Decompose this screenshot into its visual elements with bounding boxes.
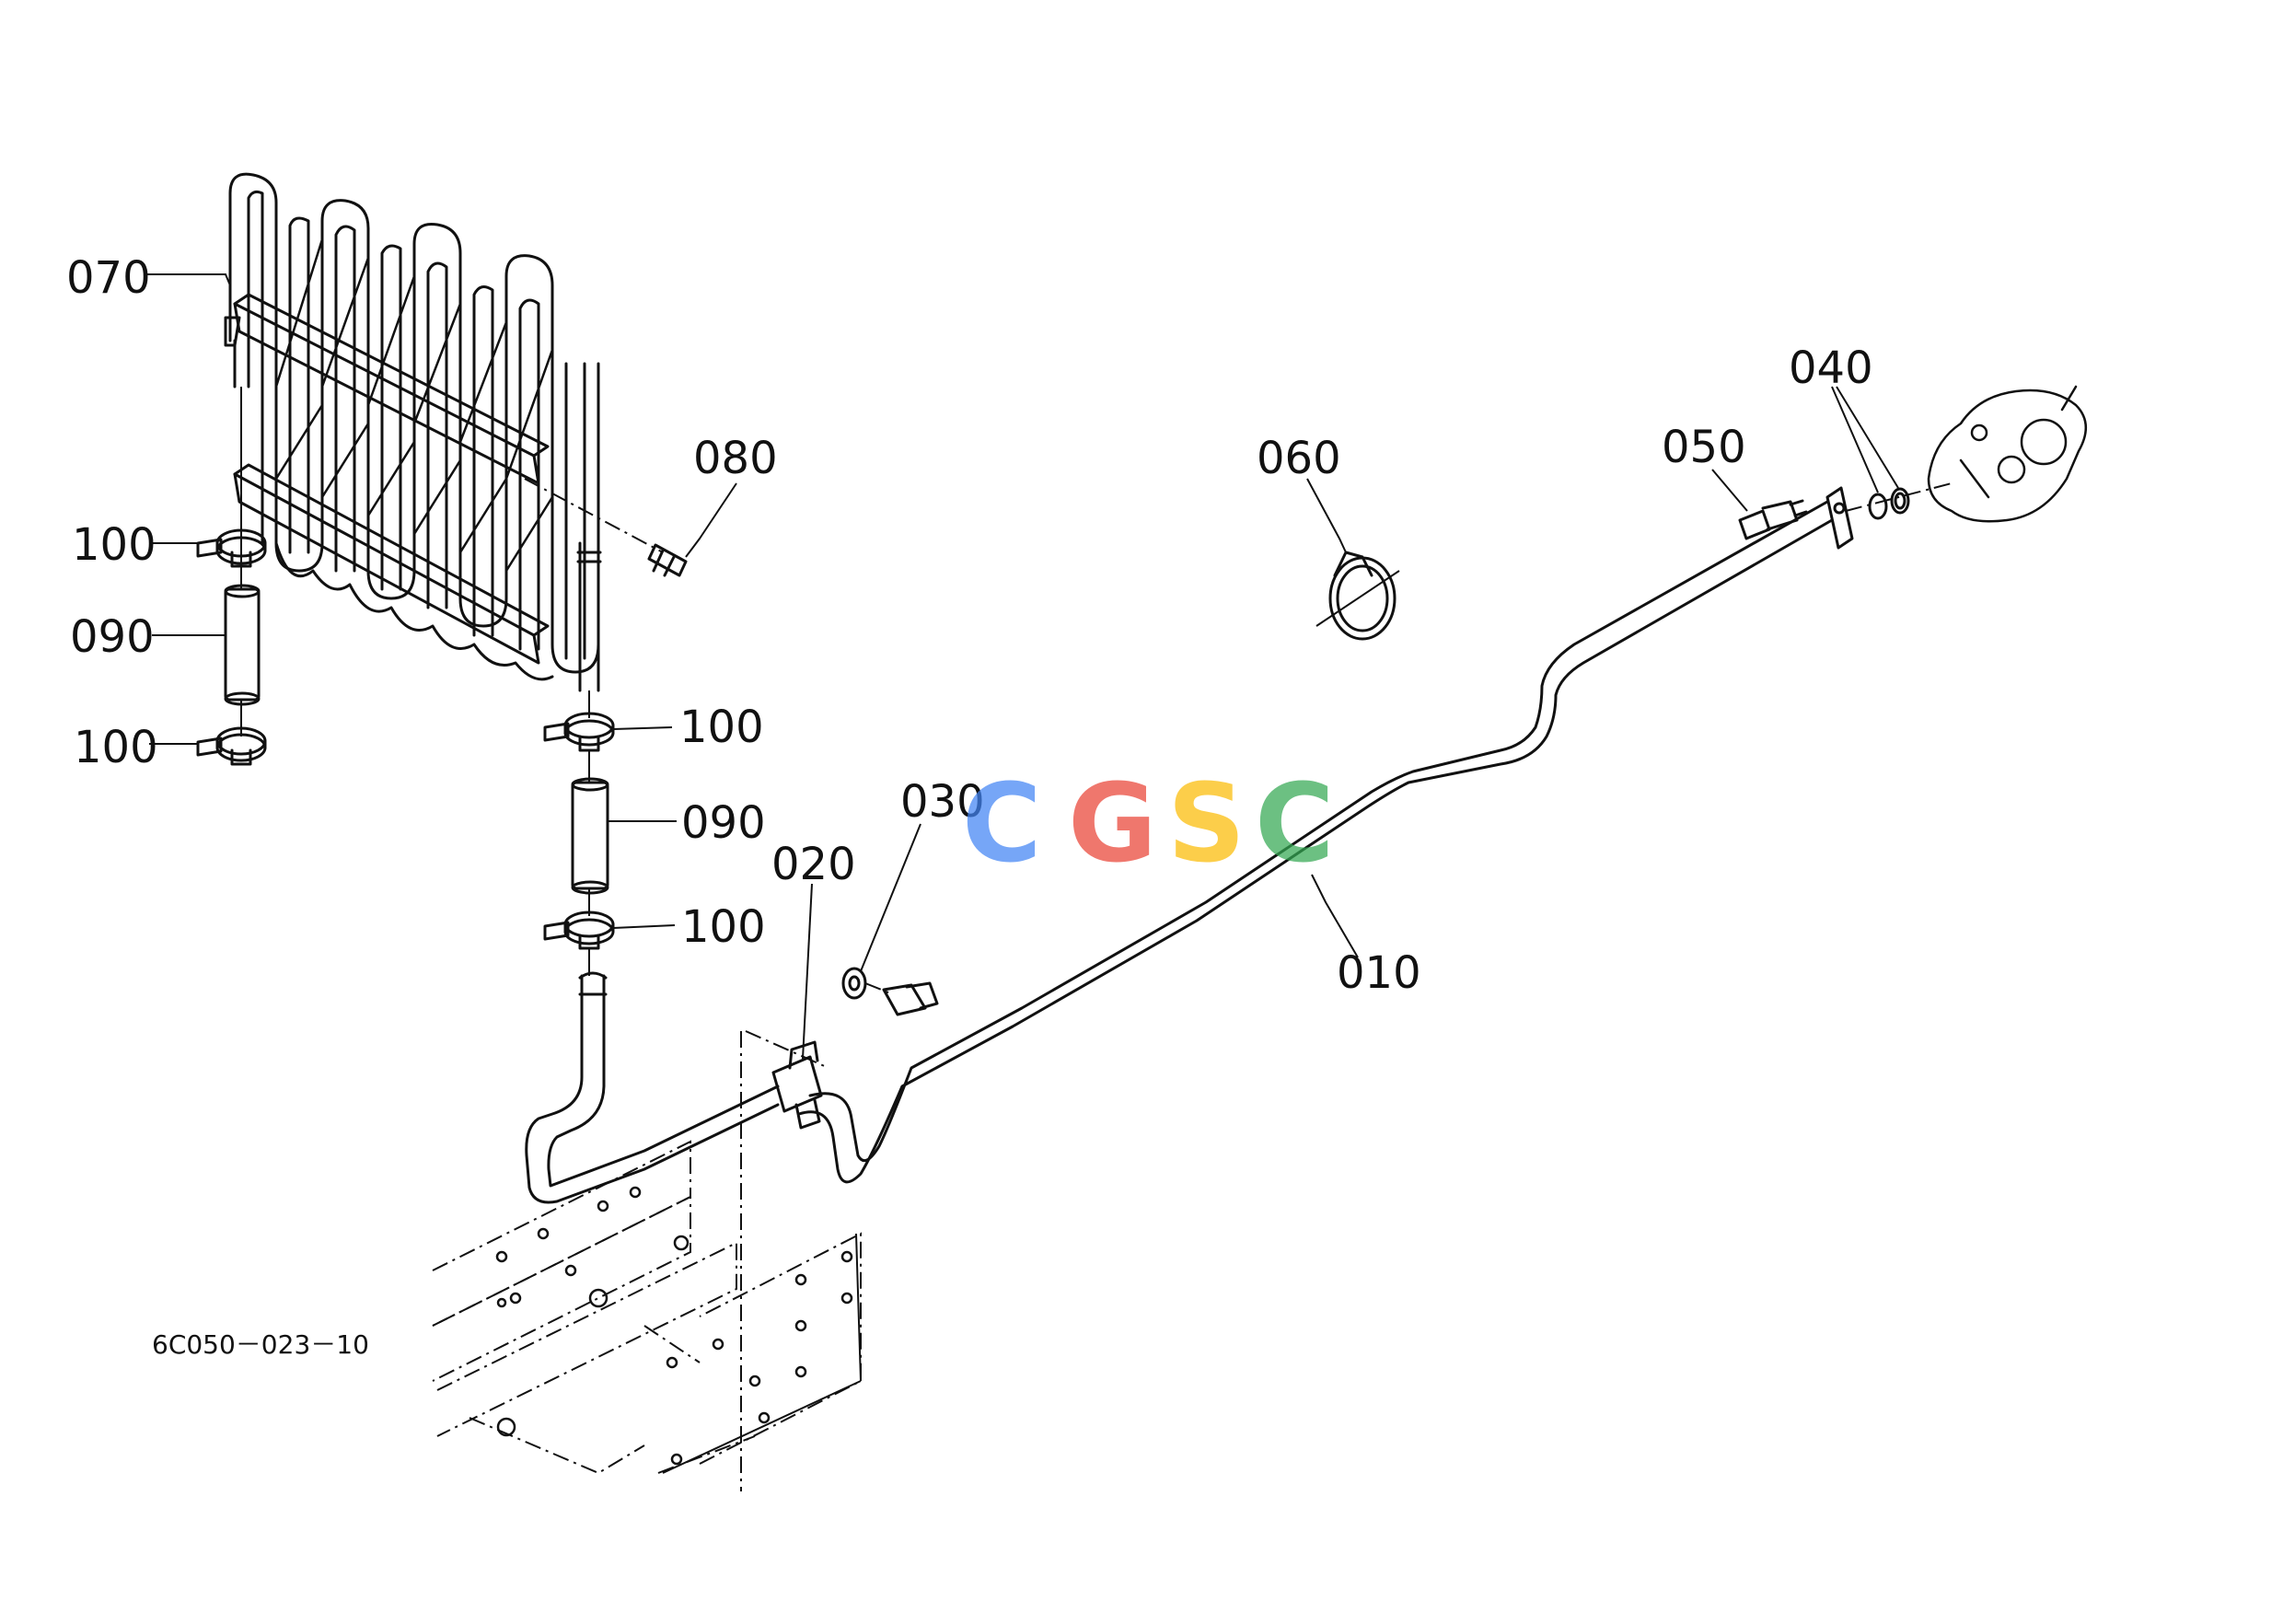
chassis-frame-drawing (432, 1030, 862, 1491)
callout-090-right: 090 (681, 797, 766, 849)
watermark-letter-s: S (1167, 760, 1246, 887)
callout-050: 050 (1662, 422, 1746, 473)
leader-lines (147, 273, 1899, 1060)
pipe-assembly-drawing (525, 486, 1854, 1204)
right-hose-set-drawing (543, 712, 615, 976)
left-hose-set-drawing (196, 516, 267, 766)
callout-100-left-top: 100 (72, 519, 156, 571)
callout-090-left: 090 (70, 611, 155, 663)
callout-070: 070 (66, 252, 151, 304)
callout-100-right-bottom: 100 (681, 901, 766, 953)
callout-040: 040 (1789, 342, 1873, 394)
callout-080: 080 (693, 433, 778, 484)
o-rings-040-drawing (1845, 482, 1953, 520)
callout-060: 060 (1257, 433, 1341, 484)
watermark-letter-c2: C (1255, 760, 1335, 887)
clamp-060-drawing (1315, 551, 1400, 641)
bolt-050-drawing (1738, 499, 1808, 540)
cgsc-watermark: C G S C (962, 760, 1335, 887)
callout-020: 020 (771, 839, 856, 890)
callout-100-left-bottom: 100 (74, 722, 158, 773)
watermark-letter-c1: C (962, 760, 1042, 887)
callout-010: 010 (1337, 947, 1421, 999)
cooler-coil-drawing (224, 172, 602, 718)
bolt-080-drawing (524, 478, 688, 577)
callout-030: 030 (900, 776, 985, 828)
fitting-030-drawing (841, 967, 939, 1016)
drawing-code: 6C050－023－10 (152, 1329, 369, 1360)
callout-100-right-top: 100 (679, 702, 764, 753)
watermark-letter-g: G (1068, 760, 1157, 887)
compressor-drawing (1927, 385, 2087, 523)
